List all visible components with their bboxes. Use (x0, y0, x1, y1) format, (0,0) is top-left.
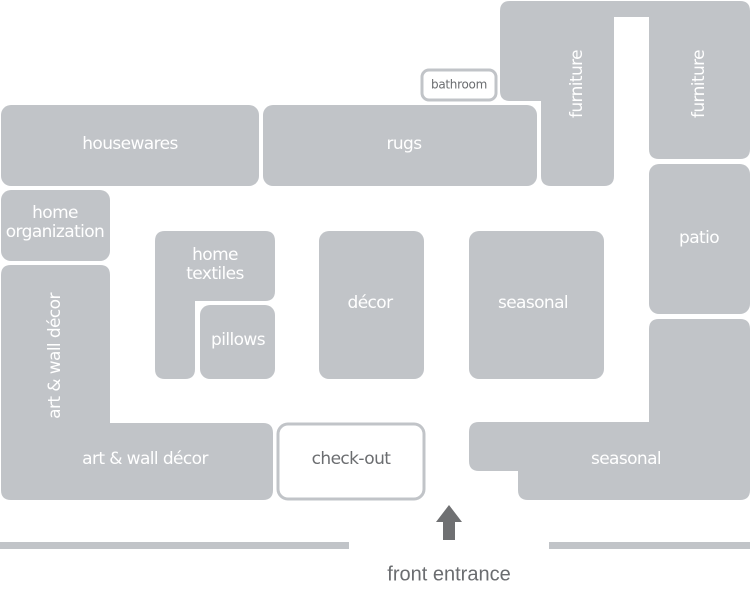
checkout-label: check-out (312, 449, 392, 469)
dept-seasonal-center[interactable]: seasonal (469, 231, 604, 379)
dept-pillows-label: pillows (211, 330, 266, 350)
bathroom-label: bathroom (431, 78, 487, 92)
dept-seasonal-corner[interactable]: seasonal (469, 319, 750, 500)
dept-home-organization[interactable]: home organization (1, 190, 110, 261)
dept-housewares-label: housewares (82, 134, 178, 154)
dept-rugs[interactable]: rugs (263, 105, 537, 186)
dept-patio-label: patio (679, 228, 719, 248)
dept-home-textiles-label-line2: textiles (186, 264, 244, 284)
dept-home-organization-label-line2: organization (6, 222, 105, 242)
dept-decor[interactable]: décor (319, 231, 424, 379)
dept-housewares[interactable]: housewares (1, 105, 259, 186)
checkout[interactable]: check-out (276, 422, 426, 501)
dept-patio[interactable]: patio (649, 164, 750, 314)
dept-furniture-right[interactable]: furniture (620, 1, 750, 159)
dept-rugs-label: rugs (386, 134, 422, 154)
up-arrow-icon (436, 505, 462, 540)
dept-seasonal-corner-label: seasonal (591, 449, 661, 469)
dept-furniture-left[interactable]: furniture (500, 1, 640, 186)
dept-furniture-right-label: furniture (689, 50, 709, 118)
dept-art-wall-decor[interactable]: art & wall décor art & wall décor (1, 265, 273, 500)
front-entrance-label: front entrance (387, 563, 510, 585)
dept-home-organization-label-line1: home (32, 203, 78, 223)
front-wall-left (0, 542, 349, 549)
dept-art-wall-decor-vertical-label: art & wall décor (45, 293, 65, 419)
front-wall-right (549, 542, 750, 549)
dept-home-textiles[interactable]: home textiles (155, 231, 275, 379)
dept-furniture-left-label: furniture (567, 50, 587, 118)
dept-seasonal-center-label: seasonal (498, 293, 568, 313)
dept-decor-label: décor (348, 293, 394, 313)
dept-art-wall-decor-horizontal-label: art & wall décor (82, 449, 208, 469)
bathroom[interactable]: bathroom (420, 68, 498, 102)
dept-pillows[interactable]: pillows (200, 305, 275, 379)
dept-home-textiles-label-line1: home (192, 245, 238, 265)
